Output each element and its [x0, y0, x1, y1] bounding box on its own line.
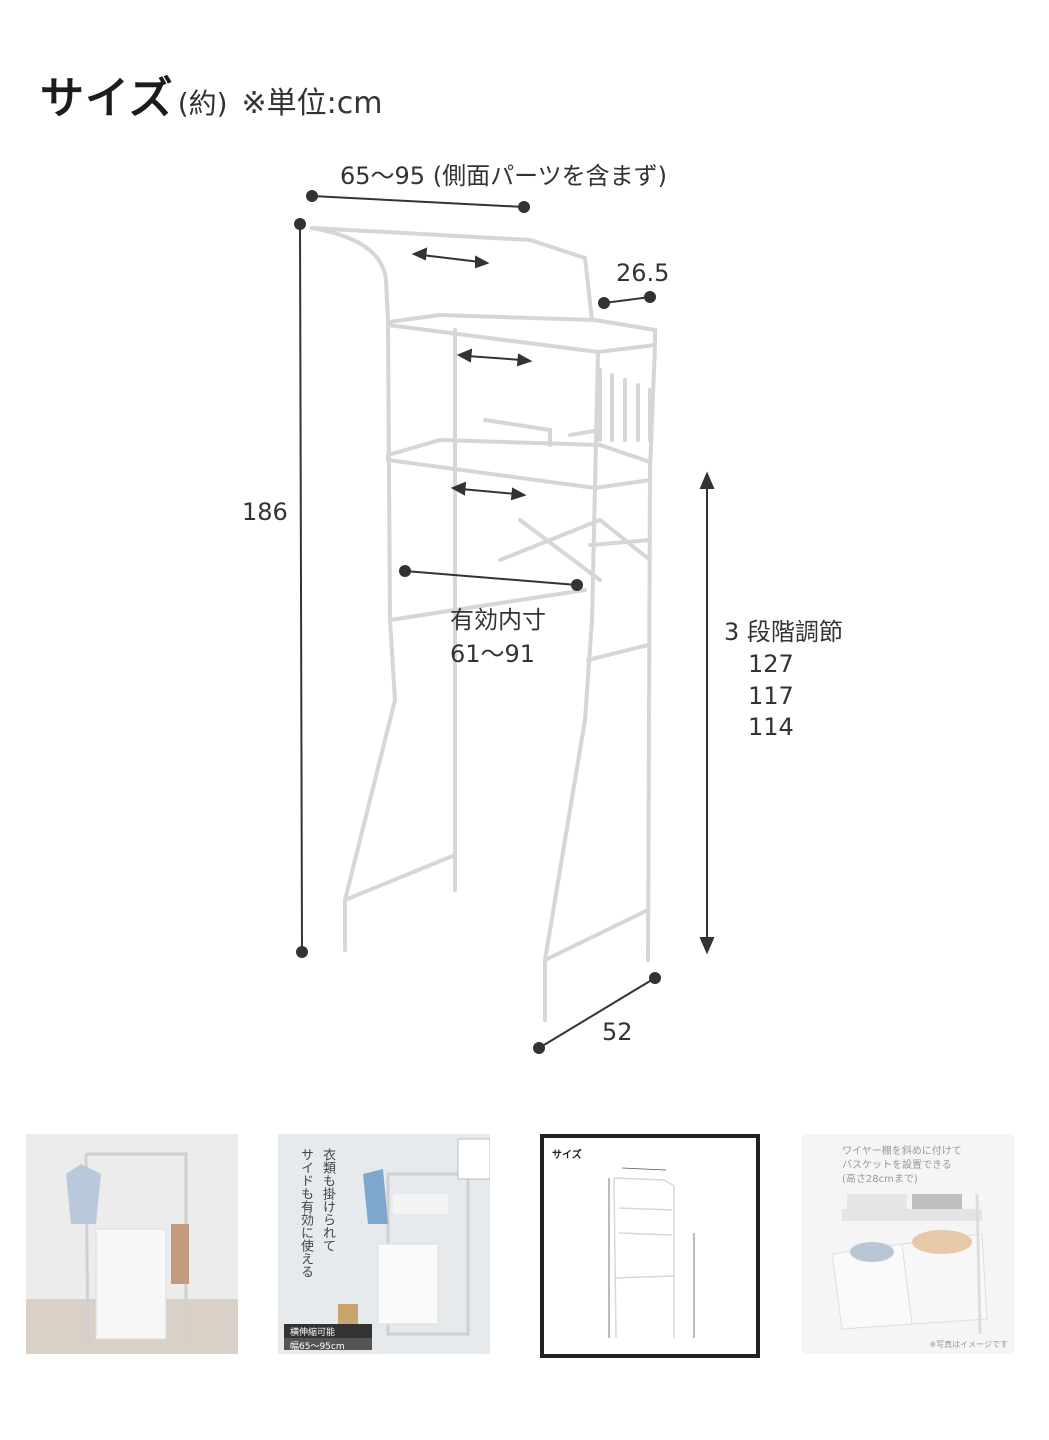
thumb-title: サイズ: [552, 1150, 582, 1161]
size-diagram-thumb-image: [608, 1167, 695, 1339]
thumbnail-room-photo[interactable]: [26, 1134, 238, 1354]
adjust-value-1: 127: [748, 650, 794, 678]
feature-badge-sub: 幅65〜95cm: [290, 1342, 345, 1352]
dimension-lines: [294, 190, 715, 1054]
basket-photo-image: [802, 1134, 1014, 1354]
depth-top-label: 26.5: [616, 259, 669, 287]
thumbnail-size-diagram[interactable]: サイズ: [540, 1134, 760, 1358]
page-title: サイズ (約) ※単位:cm: [40, 62, 383, 126]
inner-label: 有効内寸: [450, 606, 546, 634]
thumbnail-basket-photo[interactable]: ワイヤー棚を斜めに付けて バスケットを設置できる (高さ28cmまで) ※写真は…: [802, 1134, 1014, 1354]
adjust-value-2: 117: [748, 682, 794, 710]
rack-illustration: [310, 226, 657, 1022]
basket-caption-3: (高さ28cmまで): [842, 1174, 918, 1185]
feature-badge: 横伸縮可能: [290, 1328, 336, 1338]
adjust-value-3: 114: [748, 713, 794, 741]
basket-caption-2: バスケットを設置できる: [842, 1160, 952, 1171]
feature-vertical-text-1: 衣類も掛けられて: [320, 1148, 335, 1252]
room-photo-image: [26, 1134, 238, 1354]
title-main: サイズ: [40, 73, 174, 124]
width-label: 65〜95 (側面パーツを含まず): [340, 162, 667, 190]
thumbnail-strip: 衣類も掛けられて サイドも有効に使える 横伸縮可能 幅65〜95cm サイズ ワ…: [0, 1130, 1049, 1360]
feature-photo-image: [278, 1134, 490, 1354]
inner-value: 61〜91: [450, 640, 535, 668]
height-label: 186: [242, 498, 288, 526]
title-unit: ※単位:cm: [241, 86, 383, 121]
thumbnail-feature-photo[interactable]: 衣類も掛けられて サイドも有効に使える 横伸縮可能 幅65〜95cm: [278, 1134, 490, 1354]
adjust-label: 3 段階調節: [724, 618, 843, 646]
feature-vertical-text-2: サイドも有効に使える: [298, 1148, 313, 1278]
basket-note: ※写真はイメージです: [929, 1340, 1008, 1349]
basket-caption-1: ワイヤー棚を斜めに付けて: [842, 1146, 962, 1157]
depth-bottom-label: 52: [602, 1018, 633, 1046]
title-approx: (約): [177, 87, 228, 120]
size-diagram: 65〜95 (側面パーツを含まず) 26.5 186 有効内寸 61〜91 3 …: [242, 162, 843, 1054]
